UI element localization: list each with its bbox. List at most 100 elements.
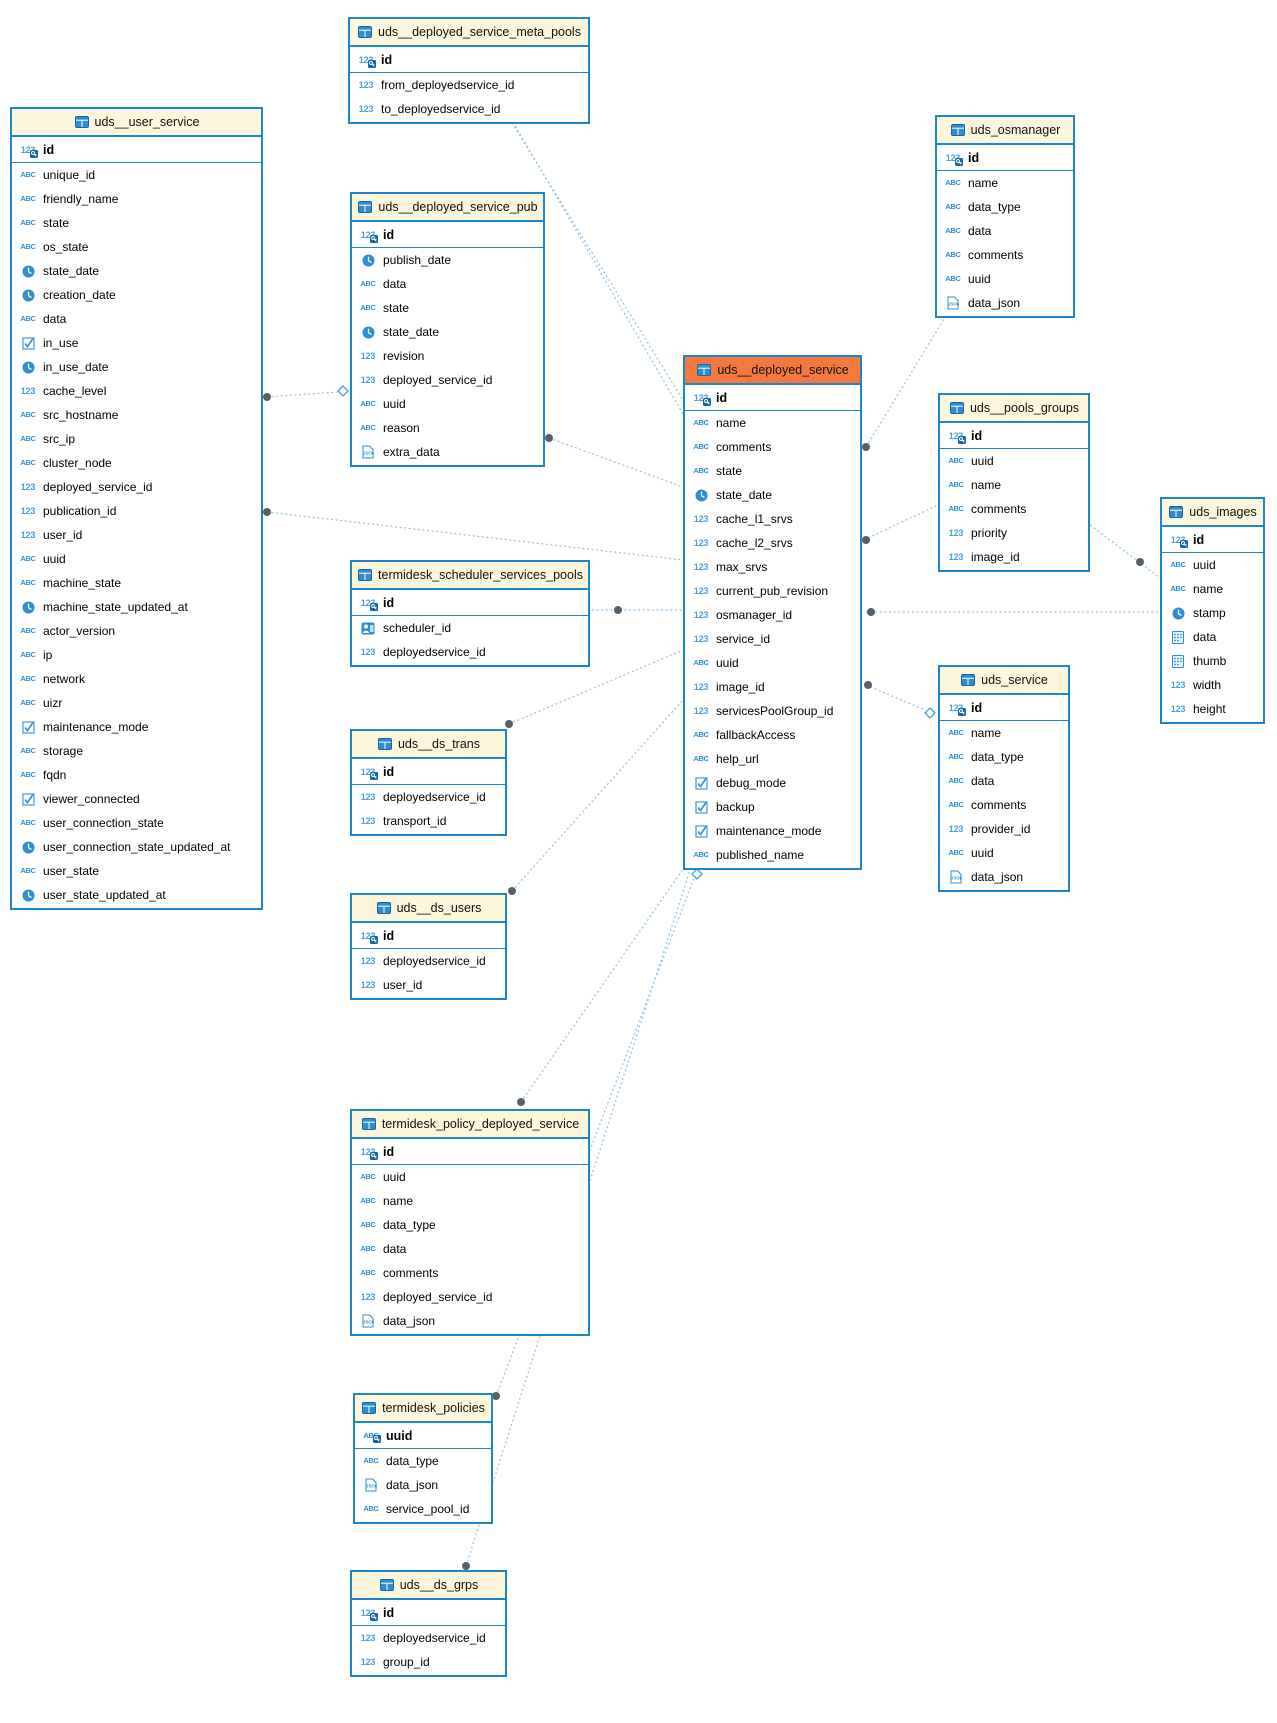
relationship-line[interactable] — [1089, 524, 1161, 579]
column-row[interactable]: state_date — [685, 483, 860, 507]
column-row[interactable]: thumb — [1162, 649, 1263, 673]
column-row[interactable]: debug_mode — [685, 771, 860, 795]
column-row[interactable]: state_date — [352, 320, 543, 344]
table-header[interactable]: uds__ds_trans — [352, 731, 505, 759]
table-header[interactable]: termidesk_policy_deployed_service — [352, 1111, 588, 1139]
table-header[interactable]: uds__deployed_service_pub — [352, 194, 543, 222]
table-header[interactable]: termidesk_policies — [355, 1395, 491, 1423]
relationship-line[interactable] — [511, 699, 684, 892]
column-row[interactable]: data — [1162, 625, 1263, 649]
table-header[interactable]: uds__deployed_service_meta_pools — [350, 19, 588, 47]
table-header[interactable]: termidesk_scheduler_services_pools — [352, 562, 588, 590]
column-row[interactable]: viewer_connected — [12, 787, 261, 811]
relationship-line[interactable] — [266, 391, 339, 398]
column-row[interactable]: creation_date — [12, 283, 261, 307]
table-header[interactable]: uds__user_service — [12, 109, 261, 137]
relationship-line[interactable] — [512, 121, 684, 415]
table-header[interactable]: uds__ds_users — [352, 895, 505, 923]
column-row[interactable]: maintenance_mode — [12, 715, 261, 739]
column-row[interactable]: user_connection_state_updated_at — [12, 835, 261, 859]
relationship-line[interactable] — [865, 684, 926, 711]
table-header[interactable]: uds_images — [1162, 499, 1263, 527]
column-row[interactable]: machine_state_updated_at — [12, 595, 261, 619]
